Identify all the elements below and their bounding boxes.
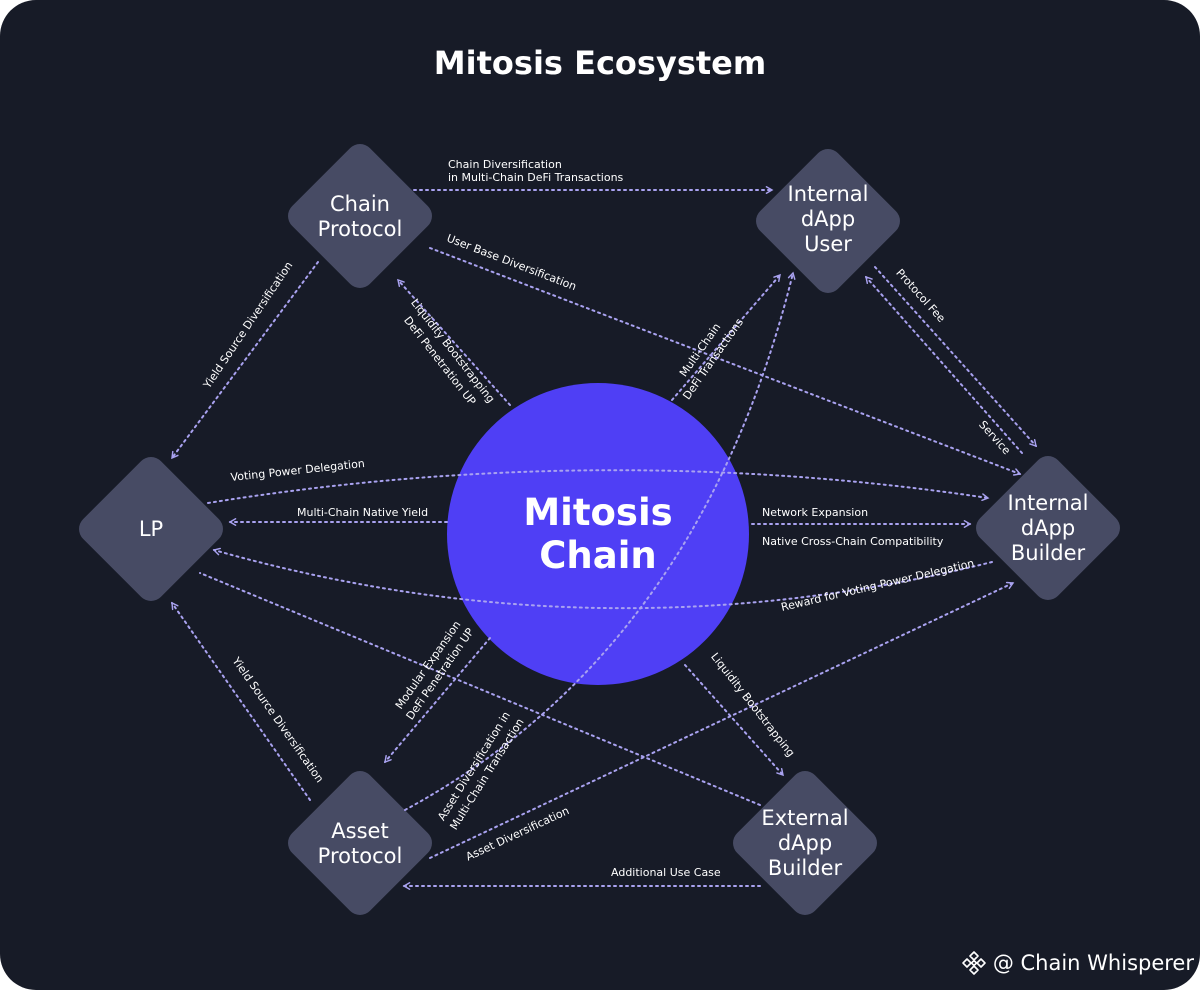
label-network-expansion: Network Expansion	[762, 506, 868, 519]
chain-protocol-label-2: Protocol	[318, 217, 403, 241]
label-voting: Voting Power Delegation	[230, 457, 365, 484]
label-native-cross-chain: Native Cross-Chain Compatibility	[762, 535, 944, 548]
label-yield-top: Yield Source Diversification	[200, 259, 295, 391]
label-additional-use-case: Additional Use Case	[611, 866, 721, 879]
node-asset-protocol	[288, 771, 432, 915]
asset-protocol-label-2: Protocol	[318, 844, 403, 868]
internal-user-label-1: Internal	[788, 182, 869, 206]
external-builder-label-1: External	[761, 806, 848, 830]
node-internal-dapp-builder	[976, 456, 1120, 600]
node-external-dapp-builder	[733, 771, 877, 915]
label-chain-div-1: Chain Diversification	[448, 158, 562, 171]
node-internal-dapp-user	[756, 149, 900, 293]
connections	[171, 186, 1037, 890]
link-service	[865, 275, 1023, 454]
mitosis-chain-circle	[447, 383, 749, 685]
chain-protocol-label-1: Chain	[330, 192, 390, 216]
center-label-2: Chain	[539, 534, 657, 577]
link-multi-chain-defi	[671, 273, 781, 401]
link-asset-diversification	[429, 581, 1015, 859]
link-liquidity-bootstrapping-top	[397, 278, 511, 406]
node-lp	[79, 457, 223, 601]
lp-label: LP	[139, 517, 163, 541]
diagram-title: Mitosis Ecosystem	[433, 44, 767, 82]
label-yield-bottom: Yield Source Diversification	[229, 654, 326, 785]
link-protocol-fee	[874, 266, 1037, 448]
watermark: @ Chain Whisperer	[961, 950, 1194, 976]
internal-user-label-3: User	[804, 232, 852, 256]
link-reward	[212, 547, 993, 610]
link-liquidity-bootstrapping-bottom	[684, 664, 784, 777]
link-external-to-lp	[199, 572, 761, 806]
label-reward: Reward for Voting Power Delegation	[780, 557, 976, 614]
node-labels: Chain Protocol Internal dApp User LP Int…	[139, 182, 1089, 880]
link-yield-bottom	[171, 601, 311, 801]
internal-builder-label-1: Internal	[1008, 491, 1089, 515]
binance-logo-icon	[962, 951, 986, 975]
watermark-text: @ Chain Whisperer	[992, 951, 1194, 975]
link-yield-top	[171, 261, 319, 460]
internal-builder-label-2: dApp	[1021, 516, 1075, 540]
link-voting	[207, 469, 990, 504]
link-asset-to-user	[404, 271, 796, 811]
asset-protocol-label-1: Asset	[331, 819, 388, 843]
center-label-1: Mitosis	[523, 491, 672, 534]
label-chain-div-2: in Multi-Chain DeFi Transactions	[448, 171, 624, 184]
label-liq-boot-1: Liquidity Bootstrapping	[408, 296, 497, 405]
external-builder-label-2: dApp	[778, 831, 832, 855]
node-chain-protocol	[288, 144, 432, 288]
external-builder-label-3: Builder	[768, 856, 843, 880]
label-service: Service	[976, 418, 1013, 457]
internal-user-label-2: dApp	[801, 207, 855, 231]
internal-builder-label-3: Builder	[1011, 541, 1086, 565]
label-native-yield: Multi-Chain Native Yield	[297, 506, 428, 519]
